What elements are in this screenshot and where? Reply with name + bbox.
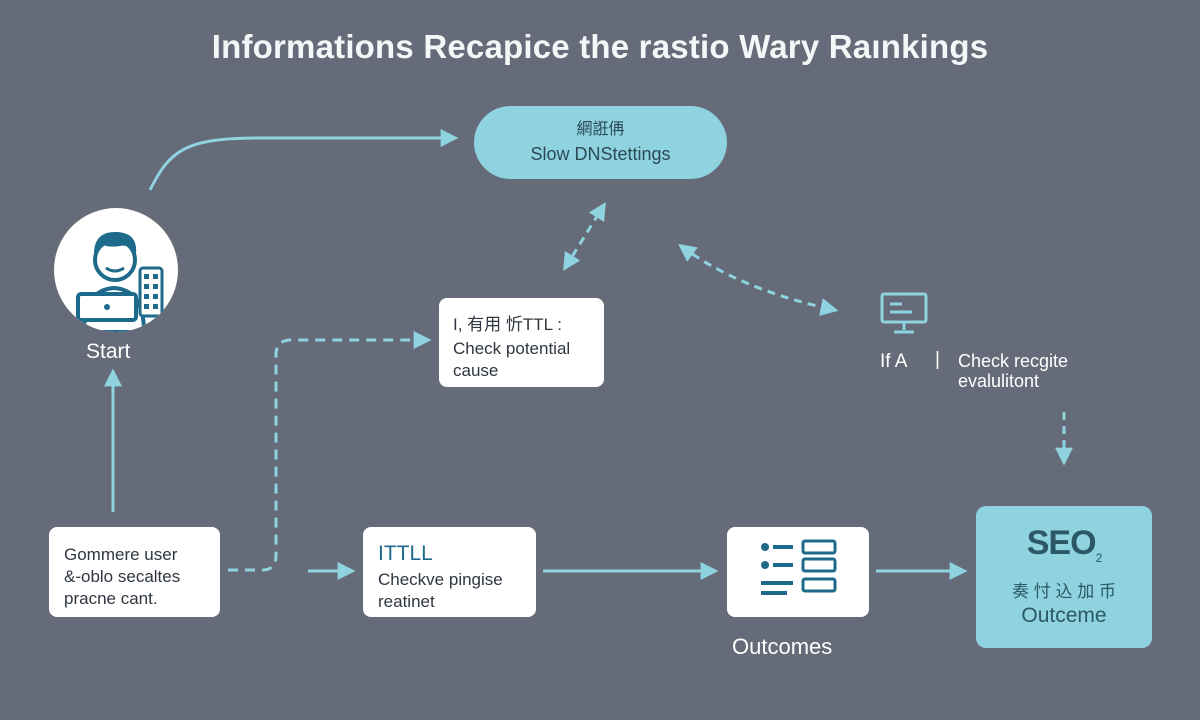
user-intro-node: Gommere user &-oblo secaltes pracne cant… [49, 527, 220, 617]
seo-logo-sub: 2 [1095, 550, 1103, 565]
slow-dns-node: 網誑侢 Slow DNStettings [474, 106, 727, 179]
arrow-pill-monitor [678, 243, 839, 316]
ittl-line3: reatinet [378, 592, 435, 611]
user-intro-line2: &-oblo secaltes [64, 567, 181, 586]
outcomes-label: Outcomes [732, 634, 833, 659]
arrow-check-pill [563, 201, 606, 272]
if-a-label: If A [880, 351, 908, 372]
user-intro-line3: pracne cant. [64, 589, 158, 608]
slow-dns-node-cjk: 網誑侢 [576, 121, 625, 138]
check-cause-line2: Check potential [453, 339, 571, 358]
ittl-heading: ITTLL [378, 542, 433, 565]
check-cause-node: I, 有用 忻TTL : Check potential cause [439, 298, 604, 387]
start-label: Start [86, 340, 131, 363]
seo-outcome-node: SEO2 奏 忖 込 加 币 Outceme [976, 506, 1152, 648]
seo-logo-text: SEO [1026, 524, 1097, 562]
seo-logo: SEO2 [976, 524, 1152, 565]
check-cause-line3: cause [453, 361, 499, 380]
arrow-leftbox-to-check [228, 331, 432, 572]
user-at-laptop-icon [76, 232, 164, 332]
check-evaluation-text: Check recgite evalulitont [958, 351, 1068, 391]
ittl-node: ITTLL Checkve pingise reatinet [363, 527, 536, 617]
check-evaluation-line1: Check recgite [958, 351, 1069, 371]
if-separator: | [935, 349, 940, 370]
ittl-line2: Checkve pingise [378, 570, 503, 589]
diagram-title: Informations Recapice the rastio Wary Ra… [211, 28, 989, 65]
monitor-icon [880, 292, 928, 334]
slow-dns-node-label: Slow DNStettings [530, 144, 671, 164]
check-cause-line1: I, 有用 忻TTL : [453, 315, 562, 334]
seo-outcome-label: Outceme [1021, 603, 1107, 627]
user-intro-line1: Gommere user [64, 545, 178, 564]
list-icon [761, 539, 837, 595]
outcomes-node [727, 527, 869, 617]
check-evaluation-line2: evalulitont [958, 371, 1040, 391]
seo-cjk: 奏 忖 込 加 币 [1012, 581, 1116, 601]
arrow-start-to-pill [148, 129, 459, 191]
user-avatar [54, 208, 178, 332]
